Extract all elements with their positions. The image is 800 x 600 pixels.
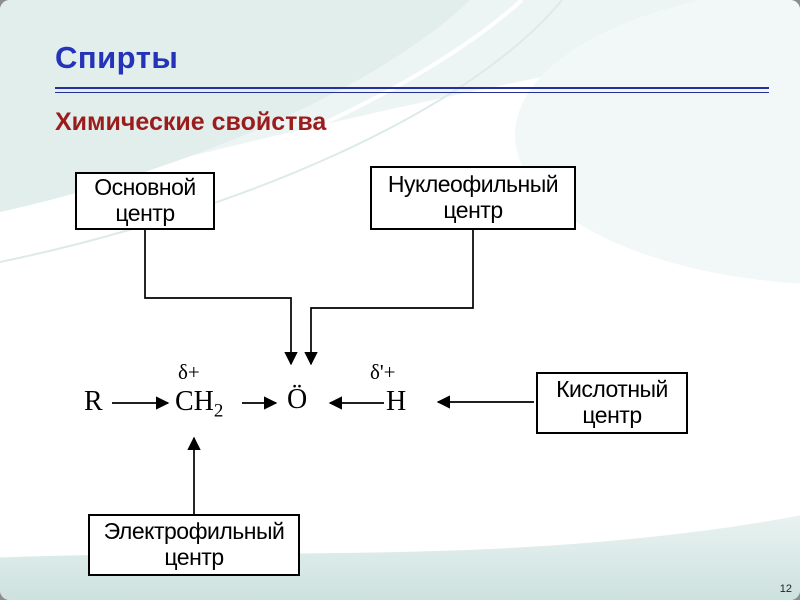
bottom-band [0, 514, 800, 600]
page-number: 12 [779, 583, 792, 595]
molecule-delta-prime-plus: δ'+ [370, 360, 396, 384]
title-underline [55, 87, 769, 93]
molecule-ch2-text: CH [175, 386, 214, 417]
molecule-oxygen: Ö [287, 384, 308, 415]
box-basic-center: Основной центр [75, 172, 215, 230]
box-acidic-line2: центр [582, 402, 642, 428]
molecule-r-group: R [84, 386, 103, 417]
slide-title: Спирты [55, 40, 179, 75]
molecule-delta-plus: δ+ [178, 360, 200, 384]
molecule-hydrogen: H [386, 386, 407, 417]
box-acidic-line1: Кислотный [556, 376, 668, 403]
box-nucleophilic-line2: центр [443, 197, 503, 223]
molecule-ch2-group: CH2 [175, 386, 223, 423]
box-nucleophilic-center: Нуклеофильный центр [370, 166, 576, 230]
slide-subtitle: Химические свойства [55, 108, 327, 136]
arrow-basic-to-oxygen [144, 230, 298, 366]
box-basic-line1: Основной [94, 174, 196, 201]
arrow-nucleophilic-to-oxygen [304, 230, 474, 366]
top-left-swirl [0, 0, 470, 212]
box-electrophilic-center: Электрофильный центр [88, 514, 300, 576]
swirl-line-pale [0, 0, 563, 263]
right-swirl [515, 0, 800, 284]
box-electrophilic-line1: Электрофильный [103, 518, 285, 545]
box-basic-line2: центр [115, 200, 175, 226]
box-electrophilic-line2: центр [164, 544, 224, 570]
box-nucleophilic-line1: Нуклеофильный [387, 171, 559, 198]
molecule-ch2-subscript: 2 [213, 400, 224, 422]
box-acidic-center: Кислотный центр [536, 372, 688, 434]
